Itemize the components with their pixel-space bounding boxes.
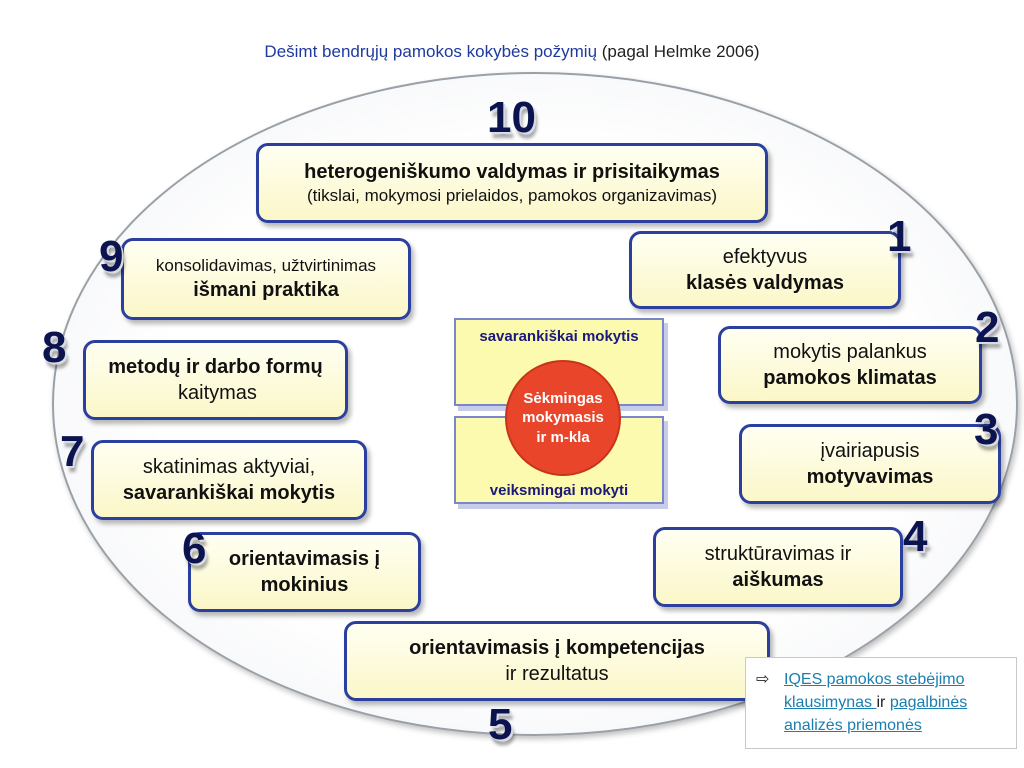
- item-8-bold: metodų ir darbo formų: [108, 356, 323, 378]
- arrow-right-icon: ⇨: [756, 671, 770, 688]
- item-7-bold: savarankiškai mokytis: [122, 482, 336, 504]
- circle-line-2: mokymasis: [522, 409, 604, 427]
- number-3: 3: [974, 405, 999, 454]
- item-10-normal: (tikslai, mokymosi prielaidos, pamokos o…: [306, 185, 718, 205]
- item-7-normal: skatinimas aktyviai,: [142, 456, 316, 478]
- analysis-tools-link[interactable]: pagalbinės analizės priemonės: [784, 694, 968, 735]
- iqes-questionnaire-link[interactable]: IQES pamokos stebėjimo klausimynas: [784, 671, 965, 712]
- item-7-box: skatinimas aktyviai, savarankiškai mokyt…: [91, 440, 367, 520]
- links-box: ⇨ IQES pamokos stebėjimo klausimynas ir …: [745, 657, 1017, 749]
- number-4: 4: [903, 512, 928, 561]
- item-2-box: mokytis palankus pamokos klimatas: [718, 326, 982, 404]
- item-6-bold: orientavimasis į mokinius: [228, 548, 381, 596]
- number-2: 2: [975, 303, 1000, 352]
- item-5-normal: ir rezultatus: [505, 663, 609, 685]
- number-8: 8: [42, 323, 67, 372]
- number-7: 7: [60, 427, 85, 476]
- item-9-bold: išmani praktika: [193, 279, 339, 302]
- item-3-bold: motyvavimas: [806, 466, 934, 488]
- links-conjunction: ir: [876, 694, 890, 712]
- item-3-box: įvairiapusis motyvavimas: [739, 424, 1001, 504]
- item-1-normal: efektyvus: [722, 246, 808, 268]
- item-2-normal: mokytis palankus: [773, 341, 927, 363]
- item-6-box: orientavimasis į mokinius: [188, 532, 421, 612]
- circle-line-3: ir m-kla: [536, 428, 590, 446]
- number-9: 9: [99, 232, 124, 281]
- number-1: 1: [887, 212, 912, 261]
- item-5-bold: orientavimasis į kompetencijas: [409, 637, 705, 659]
- diagram-title: Dešimt bendrųjų pamokos kokybės požymių …: [0, 42, 1024, 62]
- item-8-box: metodų ir darbo formų kaitymas: [83, 340, 348, 420]
- circle-line-1: Sėkmingas: [523, 389, 603, 407]
- center-circle: Sėkmingas mokymasis ir m-kla: [505, 360, 621, 476]
- item-9-normal: konsolidavimas, užtvirtinimas: [155, 255, 377, 275]
- item-10-bold: heterogeniškumo valdymas ir prisitaikyma…: [304, 160, 720, 183]
- center-bottom-label: veiksmingai mokyti: [489, 482, 629, 499]
- center-top-label: savarankiškai mokytis: [479, 328, 639, 345]
- item-4-normal: struktūravimas ir: [704, 543, 852, 565]
- title-source: (pagal Helmke 2006): [597, 42, 760, 61]
- item-9-box: konsolidavimas, užtvirtinimas išmani pra…: [121, 238, 411, 320]
- item-8-normal: kaitymas: [178, 382, 257, 404]
- title-main: Dešimt bendrųjų pamokos kokybės požymių: [264, 42, 598, 61]
- item-4-box: struktūravimas ir aiškumas: [653, 527, 903, 607]
- number-5: 5: [488, 700, 513, 749]
- item-2-bold: pamokos klimatas: [763, 367, 937, 389]
- number-10: 10: [487, 93, 536, 142]
- item-5-box: orientavimasis į kompetencijas ir rezult…: [344, 621, 770, 701]
- item-10-box: heterogeniškumo valdymas ir prisitaikyma…: [256, 143, 768, 223]
- item-3-normal: įvairiapusis: [820, 440, 920, 462]
- number-6: 6: [182, 524, 207, 573]
- links-text: IQES pamokos stebėjimo klausimynas ir pa…: [784, 668, 1008, 738]
- item-1-bold: klasės valdymas: [686, 272, 844, 294]
- item-1-box: efektyvus klasės valdymas: [629, 231, 901, 309]
- item-4-bold: aiškumas: [732, 569, 824, 591]
